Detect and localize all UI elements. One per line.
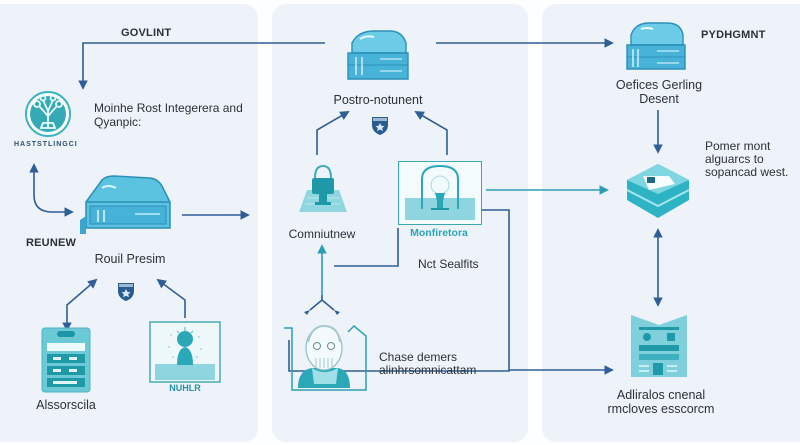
report-dashboard-icon: [631, 315, 687, 377]
person-caption: Chase demers alinhrsomnicattam: [379, 350, 477, 377]
server-rouil-icon: [80, 175, 171, 234]
connector-logo-server: [29, 163, 74, 217]
note-nct-sealfits: Nct Sealfits: [418, 257, 479, 271]
document-form-icon: [41, 327, 91, 393]
logo-caption: Moinhe Rost Integerera and Qyanpic:: [94, 101, 243, 129]
shield-star-icon: [118, 283, 134, 301]
caption-pydhgmnt: PYDHGMNT: [701, 29, 766, 41]
server-postro-icon: [347, 30, 409, 80]
stacked-layers-icon: [626, 164, 690, 218]
connector-lamp-server: [414, 111, 448, 155]
connector-lamp-note: [334, 228, 399, 267]
monitor-bust-icon: [149, 321, 221, 383]
caption-govlint: GOVLINT: [121, 27, 172, 39]
note-pomer-mont: Pomer mont alguarcs to sopancad west.: [705, 139, 789, 179]
caption-reunew: REUNEW: [26, 237, 77, 249]
connector-person-branch: [309, 295, 335, 311]
connector-monitor-server: [156, 278, 186, 318]
label-nuhlr: NUHLR: [169, 383, 201, 393]
logo-badge-text: HASTSTLINGCI: [14, 141, 78, 148]
label-adliralos: Adliralos cnenal rmcloves esscorcm: [607, 388, 715, 416]
connector-lock-server: [316, 111, 350, 155]
lamp-monitor-icon: [405, 164, 475, 220]
connector-doc-server: [62, 278, 98, 332]
server-oefices-icon: [626, 22, 686, 70]
label-postro-notunent: Postro-notunent: [333, 93, 423, 107]
label-monfiretora: Monfiretora: [410, 227, 468, 239]
connector-top-left: [78, 42, 325, 90]
shield-star-icon: [372, 117, 388, 135]
person-avatar-icon: [284, 324, 367, 391]
label-alssorscila: Alssorscila: [36, 398, 96, 412]
label-oefices-gerling: Oefices Gerling Desent: [615, 78, 703, 106]
connector-lamp-person: [288, 209, 510, 372]
tree-logo-icon: [25, 91, 71, 137]
label-rouil-presim: Rouil Presim: [94, 252, 166, 266]
lock-terminal-icon: [299, 164, 347, 212]
label-comniutnew: Comniutnew: [288, 227, 356, 241]
